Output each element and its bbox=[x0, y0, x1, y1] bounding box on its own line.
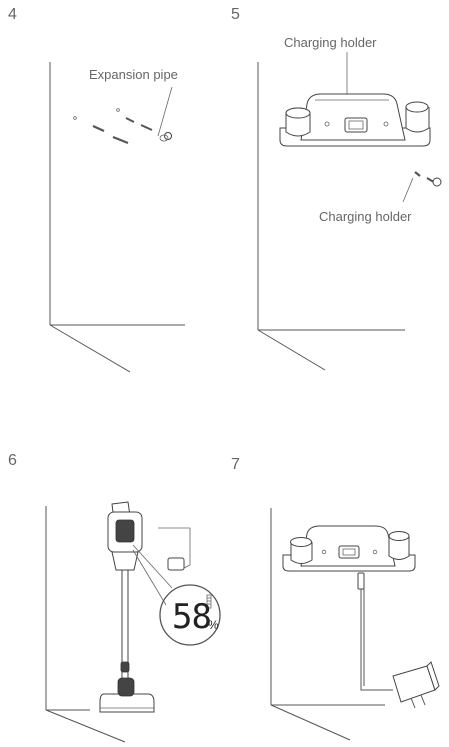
battery-display-magnifier bbox=[159, 584, 221, 646]
wall-corner bbox=[49, 62, 185, 373]
battery-percent-sign: % bbox=[208, 618, 219, 632]
step-7-number: 7 bbox=[231, 456, 240, 473]
stick-vacuum bbox=[99, 501, 155, 713]
step-5-number: 5 bbox=[231, 6, 240, 23]
battery-percentage-value: 58 bbox=[172, 597, 212, 637]
charging-holder-label-top: Charging holder bbox=[284, 35, 377, 50]
expansion-pipe-leader bbox=[157, 86, 173, 137]
battery-level-icon bbox=[206, 594, 212, 609]
screws-and-anchors bbox=[73, 108, 172, 145]
power-adapter bbox=[392, 661, 440, 709]
display-leader-1 bbox=[132, 544, 173, 589]
charger-adapter-small bbox=[158, 527, 191, 571]
expansion-pipe-label: Expansion pipe bbox=[89, 67, 178, 82]
wall-corner bbox=[45, 506, 126, 743]
step-7-illustration bbox=[270, 508, 440, 741]
charging-holder bbox=[279, 93, 431, 147]
charging-holder-label-bottom: Charging holder bbox=[319, 209, 412, 224]
step-5-illustration bbox=[257, 52, 442, 371]
wall-corner bbox=[257, 62, 405, 371]
step-6-number: 6 bbox=[8, 452, 17, 469]
charging-holder bbox=[282, 525, 416, 572]
display-leader-2 bbox=[132, 549, 167, 606]
step-6-illustration bbox=[45, 501, 221, 743]
step-4-illustration bbox=[49, 62, 185, 373]
step-4-number: 4 bbox=[8, 6, 17, 23]
charging-cable bbox=[357, 572, 393, 691]
charging-holder-screw-leader bbox=[402, 177, 414, 203]
wall-corner bbox=[270, 508, 385, 741]
wall-screw bbox=[414, 171, 442, 187]
